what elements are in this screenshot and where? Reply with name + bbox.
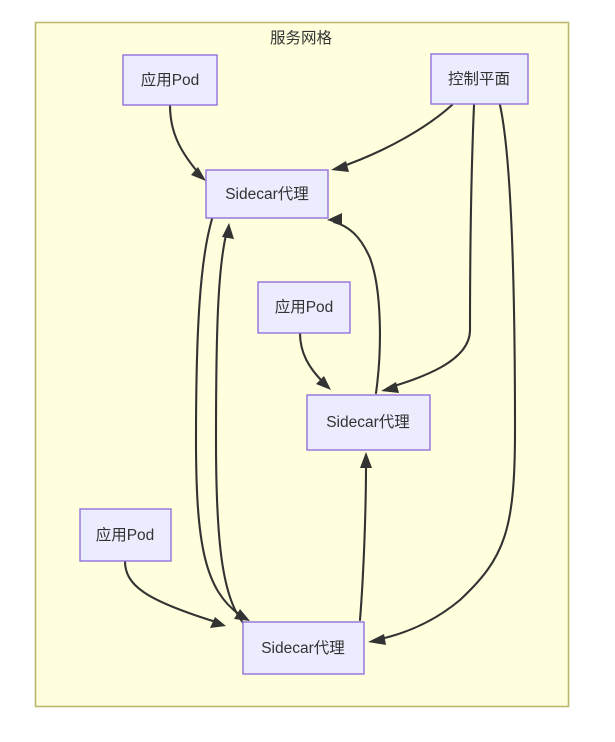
node-sidecar2-box[interactable] (306, 394, 431, 451)
edge-sidecar3-to-sidecar2 (358, 452, 372, 622)
cluster-service-mesh (34, 21, 570, 708)
arrowhead-icon (368, 634, 386, 645)
node-sidecar1-label: Sidecar代理 (225, 185, 309, 203)
arrowhead-icon (360, 452, 372, 468)
node-pod3-box[interactable] (79, 508, 172, 562)
arrowhead-icon (316, 376, 331, 390)
node-pod1-label: 应用Pod (141, 70, 200, 89)
edge-sidecar1-to-sidecar3 (194, 217, 250, 621)
edge-pod2-to-sidecar2 (298, 331, 331, 390)
edge-sidecar3-to-sidecar1 (214, 223, 247, 627)
node-sidecar3-box[interactable] (242, 621, 365, 675)
node-pod3-label: 应用Pod (96, 525, 155, 544)
node-pod1[interactable]: 应用Pod (122, 54, 218, 106)
node-sidecar1[interactable]: Sidecar代理 (205, 169, 329, 219)
edge-control-to-sidecar1 (331, 103, 454, 172)
arrowhead-icon (234, 609, 250, 621)
edge-pod3-to-sidecar3 (123, 559, 226, 628)
edge-control-to-sidecar2 (381, 103, 476, 393)
node-control-plane-label: 控制平面 (448, 70, 510, 88)
node-control-plane-box[interactable] (430, 53, 529, 105)
node-pod3[interactable]: 应用Pod (79, 508, 172, 562)
node-sidecar3[interactable]: Sidecar代理 (242, 621, 365, 675)
edge-control-to-sidecar3 (368, 103, 517, 645)
node-sidecar3-label: Sidecar代理 (261, 639, 345, 657)
arrowhead-icon (210, 617, 226, 628)
arrowhead-icon (381, 382, 399, 393)
arrowhead-icon (331, 161, 349, 172)
edge-pod1-to-sidecar1 (168, 103, 206, 181)
node-sidecar2-label: Sidecar代理 (326, 413, 410, 431)
edge-sidecar2-to-sidecar1 (327, 213, 381, 395)
arrowhead-icon (327, 213, 342, 225)
node-control-plane[interactable]: 控制平面 (430, 53, 529, 105)
arrowhead-icon (191, 167, 206, 181)
node-sidecar2[interactable]: Sidecar代理 (306, 394, 431, 451)
cluster-title: 服务网格 (270, 29, 333, 47)
node-pod2-label: 应用Pod (275, 297, 334, 316)
node-pod2-box[interactable] (257, 281, 351, 334)
node-sidecar1-box[interactable] (205, 169, 329, 219)
arrowhead-icon (222, 223, 234, 239)
node-pod1-box[interactable] (122, 54, 218, 106)
node-pod2[interactable]: 应用Pod (257, 281, 351, 334)
